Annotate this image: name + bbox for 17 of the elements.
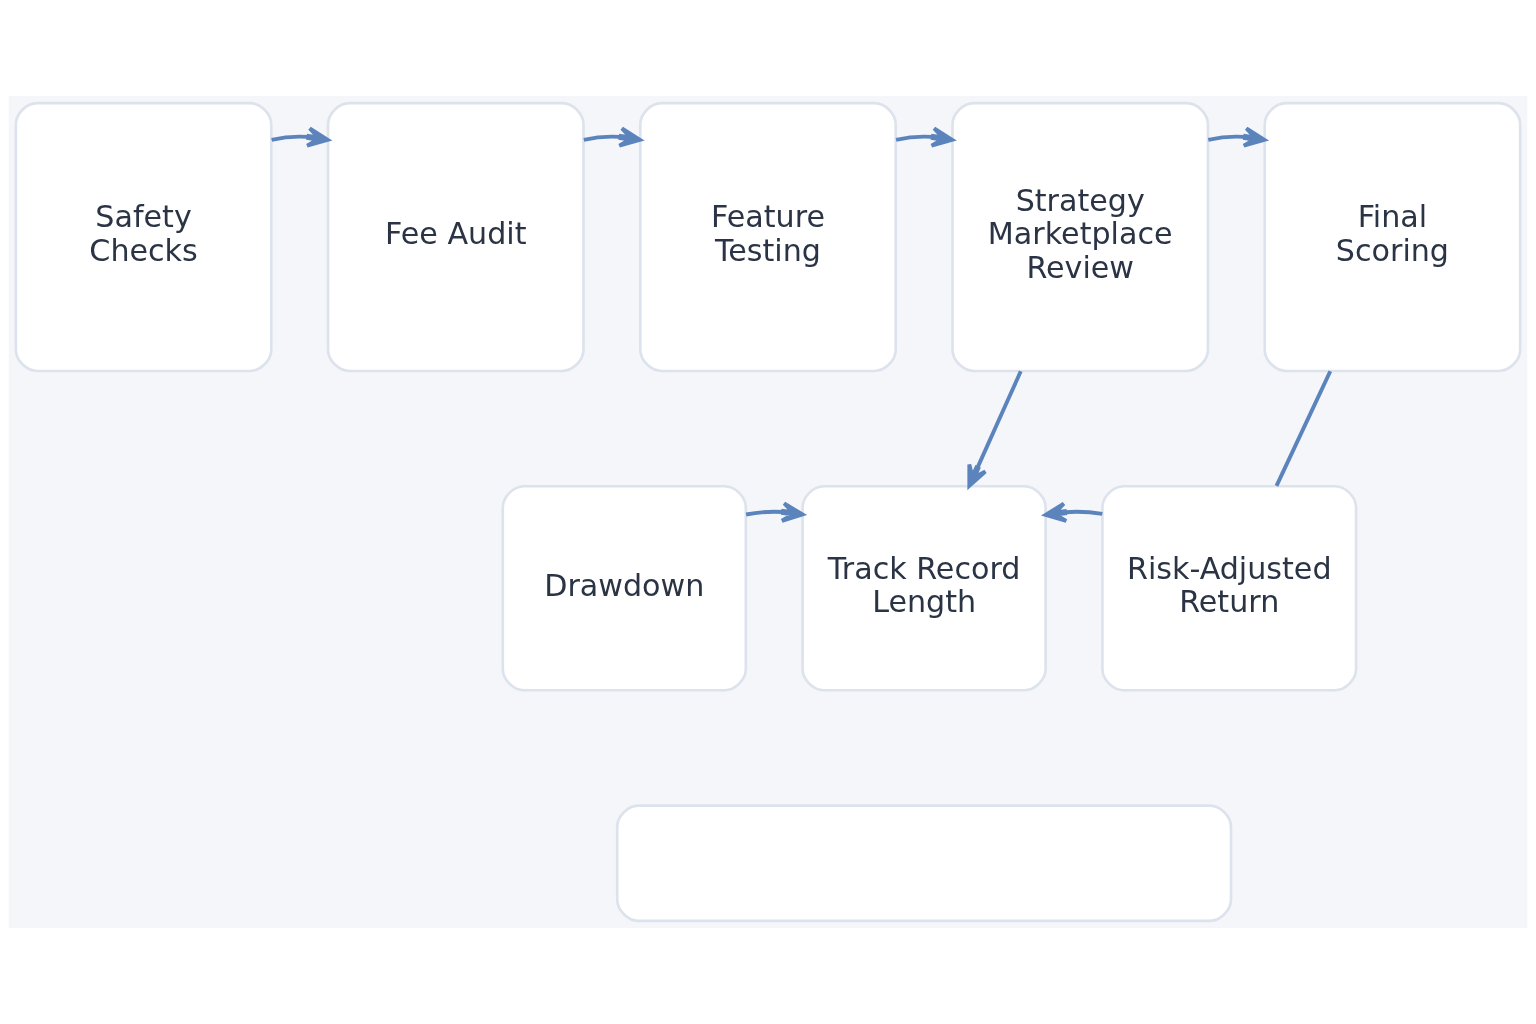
node-box: Final Scoring: [1263, 101, 1522, 373]
node-box: Track Record Length: [801, 484, 1047, 692]
node-box: Fee Audit: [326, 101, 585, 373]
node-box: Risk-Adjusted Return: [1101, 484, 1358, 692]
node-box: [615, 804, 1233, 923]
arrow: [271, 126, 330, 148]
arrow: [895, 126, 955, 148]
arrow: [745, 501, 805, 523]
node-box: Drawdown: [501, 484, 748, 692]
arrow: [583, 126, 642, 148]
node-box: Feature Testing: [638, 101, 898, 373]
arrow: [967, 370, 1023, 488]
arrow: [1043, 501, 1103, 523]
node-box: Safety Checks: [14, 101, 273, 373]
node-box: Strategy Marketplace Review: [951, 101, 1210, 373]
arrow: [1207, 126, 1267, 148]
connector: [1274, 370, 1333, 487]
